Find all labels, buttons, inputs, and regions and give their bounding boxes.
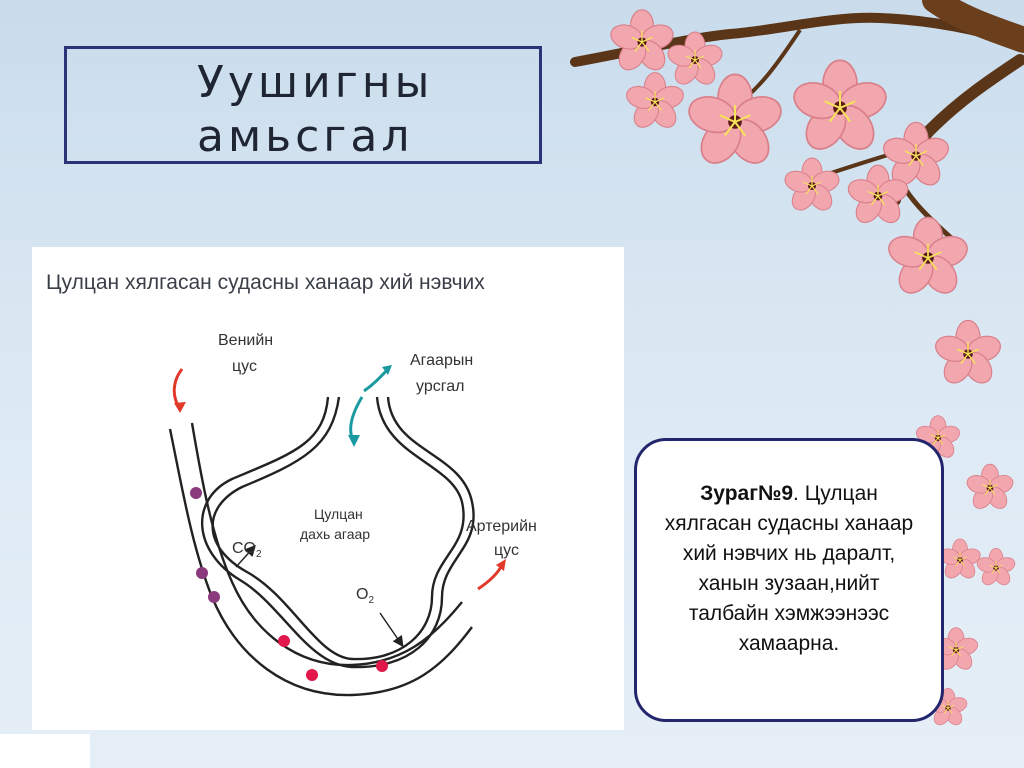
bottom-corner-patch	[0, 734, 90, 768]
red-blood-cell	[278, 635, 290, 647]
o2-label: O2	[356, 586, 374, 606]
alveolar-label-1: Цулцан	[314, 506, 363, 522]
title-line-2: амьсгал	[197, 111, 414, 162]
o2-arrow	[379, 612, 404, 648]
title-line-1: Уушигны	[197, 57, 434, 108]
caption-box: Зураг№9. Цулцан хялгасан судасны ханаар …	[634, 438, 944, 722]
title-box: Уушигны амьсгал	[64, 46, 542, 164]
capillary-walls	[168, 396, 475, 697]
tree-branch-icon	[570, 0, 1024, 252]
arterial-label-1: Артерийн	[466, 518, 537, 535]
co2-label: CO2	[232, 540, 262, 560]
alveolus-capillary-diagram: Венийн цус Агаарын урсгал Артерийн цус Ц…	[168, 332, 537, 697]
red-blood-cell	[376, 660, 388, 672]
venous-label-1: Венийн	[218, 332, 273, 349]
airflow-label-2: урсгал	[416, 378, 464, 395]
caption-figure-number: Зураг№9	[700, 482, 794, 505]
red-blood-cell	[306, 669, 318, 681]
arterial-flow-arrow	[477, 564, 504, 591]
airflow-label-1: Агаарын	[410, 352, 473, 369]
deoxygenated-cells	[190, 487, 220, 603]
co2-arrow	[235, 544, 256, 568]
diagram-card: Цулцан хялгасан судасны ханаар хий нэвчи…	[32, 247, 624, 730]
venous-label-2: цус	[232, 358, 257, 375]
red-blood-cell	[208, 591, 220, 603]
oxygenated-cells	[278, 635, 388, 681]
alveolar-label-2: дахь агаар	[300, 526, 370, 542]
arterial-label-2: цус	[494, 542, 519, 559]
caption-text: . Цулцан хялгасан судасны ханаар хий нэв…	[664, 482, 914, 655]
red-blood-cell	[190, 487, 202, 499]
red-blood-cell	[196, 567, 208, 579]
diagram-heading: Цулцан хялгасан судасны ханаар хий нэвчи…	[46, 271, 485, 294]
venous-arrow-head	[174, 402, 186, 413]
